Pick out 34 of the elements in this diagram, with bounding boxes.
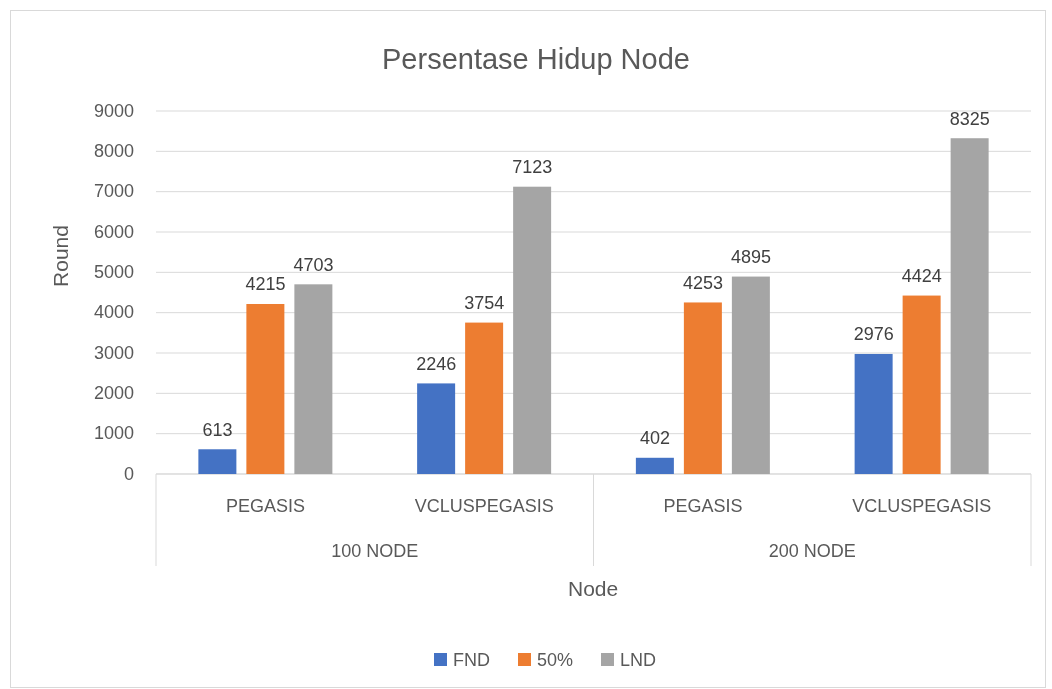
value-label: 4703 bbox=[293, 254, 334, 276]
tick-label: 0 bbox=[124, 463, 134, 485]
value-label: 7123 bbox=[512, 157, 553, 179]
legend-label: LND bbox=[620, 649, 656, 671]
tick-label: 7000 bbox=[94, 181, 135, 203]
tick-label: 8000 bbox=[94, 140, 135, 162]
value-label: 402 bbox=[639, 428, 670, 450]
axis-title: Round bbox=[48, 225, 73, 287]
group-label: 100 NODE bbox=[331, 540, 419, 562]
category-label: PEGASIS bbox=[663, 495, 743, 517]
legend-label: 50% bbox=[537, 649, 574, 671]
tick-label: 2000 bbox=[94, 382, 135, 404]
category-label: PEGASIS bbox=[225, 495, 305, 517]
tick-label: 4000 bbox=[94, 302, 135, 324]
value-label: 2976 bbox=[853, 324, 894, 346]
value-label: 4215 bbox=[245, 274, 286, 296]
value-label: 8325 bbox=[949, 108, 990, 130]
axis-title: Node bbox=[568, 577, 619, 601]
value-label: 3754 bbox=[464, 293, 505, 315]
category-label: VCLUSPEGASIS bbox=[414, 495, 554, 517]
legend-label: FND bbox=[453, 649, 490, 671]
category-label: VCLUSPEGASIS bbox=[852, 495, 992, 517]
value-label: 2246 bbox=[416, 353, 457, 375]
group-label: 200 NODE bbox=[768, 540, 856, 562]
chart-title: Persentase Hidup Node bbox=[382, 42, 690, 76]
value-label: 613 bbox=[202, 419, 233, 441]
value-label: 4424 bbox=[901, 266, 942, 288]
tick-label: 9000 bbox=[94, 100, 135, 122]
tick-label: 5000 bbox=[94, 261, 135, 283]
tick-label: 1000 bbox=[94, 423, 135, 445]
value-label: 4895 bbox=[730, 247, 771, 269]
tick-label: 6000 bbox=[94, 221, 135, 243]
tick-label: 3000 bbox=[94, 342, 135, 364]
value-label: 4253 bbox=[682, 272, 723, 294]
